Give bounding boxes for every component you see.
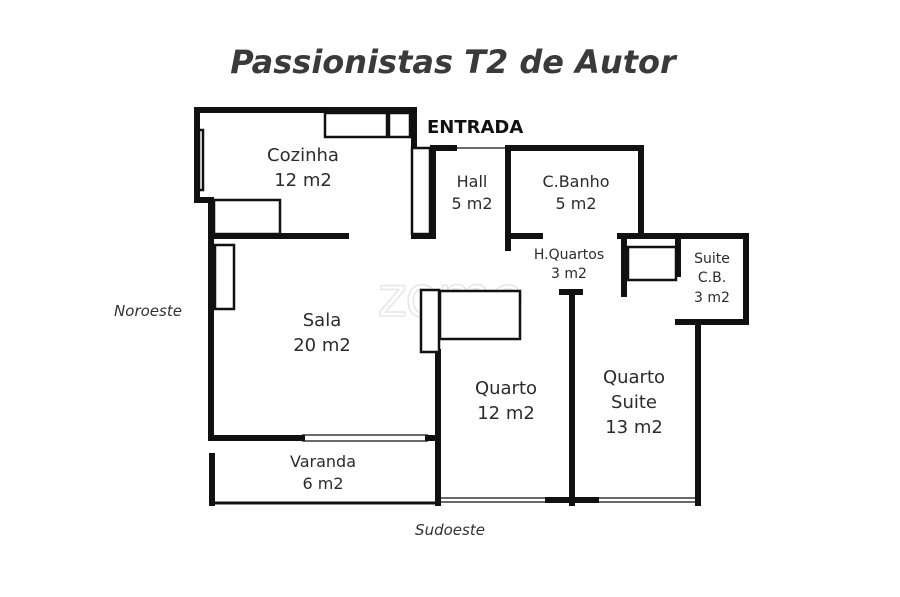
room-area-varanda: 6 m2: [302, 474, 343, 493]
room-area-sala: 20 m2: [293, 335, 351, 356]
room-name-quarto: Quarto: [475, 378, 537, 399]
room-name-quarto-suite-line2: Suite: [611, 392, 657, 413]
room-area-hquartos: 3 m2: [551, 266, 587, 282]
orientation-noroeste: Noroeste: [114, 302, 182, 320]
room-area-hall: 5 m2: [451, 194, 492, 213]
bathroom-wall: [505, 145, 644, 251]
room-area-quarto: 12 m2: [477, 403, 535, 424]
entrance-label: ENTRADA: [427, 117, 523, 138]
windows: [302, 147, 696, 503]
wardrobe-side-panel: [419, 288, 441, 354]
room-area-banho: 5 m2: [555, 194, 596, 213]
room-name-hquartos: H.Quartos: [534, 247, 604, 263]
orientation-sudoeste: Sudoeste: [415, 521, 485, 539]
room-name-sala: Sala: [303, 310, 342, 331]
kitchen-counter-right: [410, 146, 432, 236]
kitchen-outer-wall: [194, 107, 417, 203]
suite-cb-cabinet: [626, 245, 678, 282]
kitchen-counter-top: [323, 111, 389, 139]
entrance-column: [387, 111, 412, 139]
sala-cabinet: [213, 243, 236, 311]
room-name-varanda: Varanda: [290, 452, 356, 471]
plan-title: Passionistas T2 de Autor: [230, 43, 678, 81]
wardrobe-quarto: [438, 289, 522, 341]
fixtures: [197, 111, 678, 354]
room-area-quarto-suite: 13 m2: [605, 417, 663, 438]
room-name-suite-cb-line2: C.B.: [698, 270, 726, 286]
room-name-quarto-suite-line1: Quarto: [603, 367, 665, 388]
room-area-suite-cb: 3 m2: [694, 290, 730, 306]
room-name-cozinha: Cozinha: [267, 145, 339, 166]
room-name-suite-cb-line1: Suite: [694, 251, 730, 267]
kitchen-window-strip: [197, 128, 205, 192]
kitchen-counter-bottom: [212, 198, 282, 236]
room-name-hall: Hall: [457, 172, 488, 191]
room-area-cozinha: 12 m2: [274, 170, 332, 191]
room-name-banho: C.Banho: [542, 172, 609, 191]
